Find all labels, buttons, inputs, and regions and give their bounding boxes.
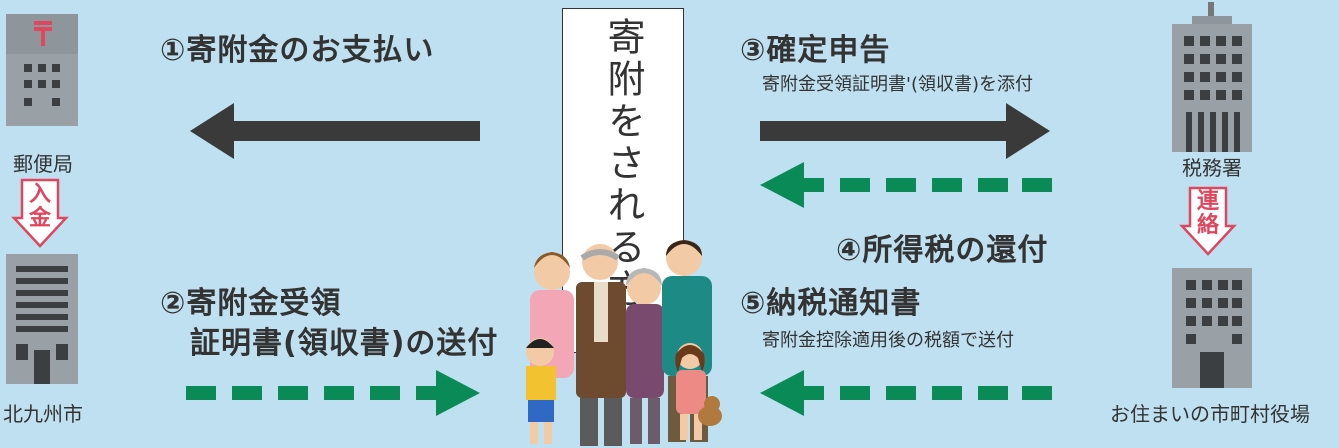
deposit-badge-char-2: 金 (28, 206, 51, 231)
step-2-label-line1: ②寄附金受領 (160, 286, 342, 321)
post-office-building-icon (6, 14, 78, 126)
step-1-arrow (190, 103, 480, 159)
post-office-label: 郵便局 (13, 152, 73, 176)
contact-badge-char-2: 絡 (1196, 213, 1219, 238)
step-4-dashed-arrow (760, 162, 1052, 208)
step-4-label: ④所得税の還付 (836, 233, 1049, 268)
step-3-arrow (760, 103, 1050, 159)
step-3-label: ③確定申告 (740, 33, 891, 68)
municipal-office-building-icon (1172, 268, 1252, 388)
step-3-sublabel: 寄附金受領証明書'(領収書)を添付 (762, 74, 1033, 95)
deposit-down-arrow-icon (11, 178, 69, 248)
city-hall-building-icon (6, 254, 78, 384)
step-5-dashed-arrow (760, 370, 1052, 416)
tax-office-building-icon (1172, 2, 1252, 152)
step-1-label: ①寄附金のお支払い (160, 33, 435, 68)
step-5-sublabel: 寄附金控除適用後の税額で送付 (762, 330, 1014, 351)
step-5-label: ⑤納税通知書 (740, 286, 922, 321)
step-2-dashed-arrow (186, 370, 480, 416)
step-2-label-line2: 証明書(領収書)の送付 (190, 326, 499, 361)
contact-down-arrow-icon (1179, 186, 1237, 256)
municipality-label: お住まいの市町村役場 (1110, 402, 1310, 426)
city-label: 北九州市 (3, 402, 83, 426)
contact-badge: 連 絡 (1190, 190, 1226, 238)
deposit-badge-char-1: 入 (28, 182, 51, 207)
deposit-badge: 入 金 (22, 183, 58, 231)
family-illustration (526, 240, 722, 446)
contact-badge-char-1: 連 (1196, 189, 1219, 214)
tax-office-label: 税務署 (1182, 156, 1242, 180)
